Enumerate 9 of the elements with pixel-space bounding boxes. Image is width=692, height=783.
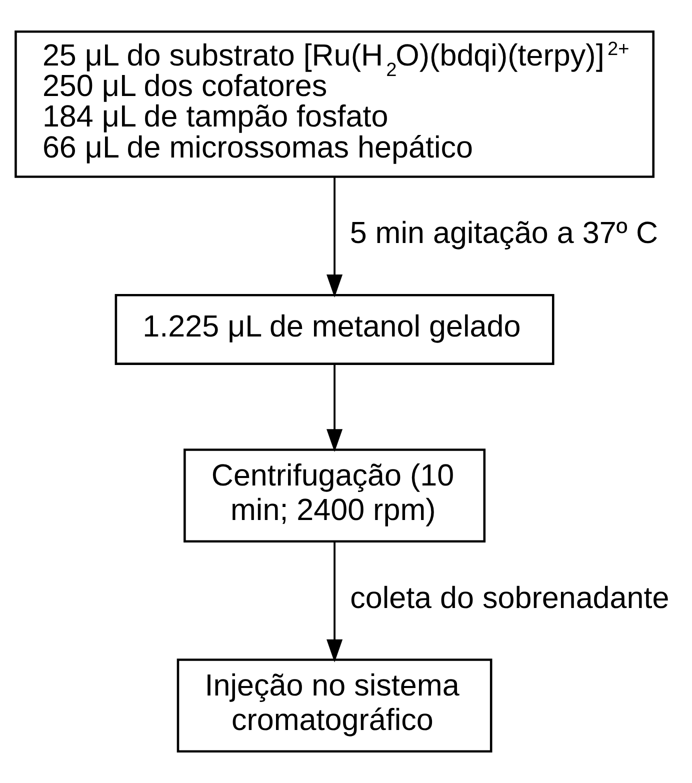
node-box: 25 μL do substrato [Ru(H$_{2}$O)(bdqi)(terpy)]$^{2+}$ 250 μL dos cofatores 184 μL de tampão fosfato 66 μL de microssomas hepático bbox=[14, 30, 654, 178]
node-box: Centrifugação (10 min; 2400 rpm) bbox=[184, 448, 486, 542]
node-box: 1.225 μL de metanol gelado bbox=[114, 294, 554, 365]
edge-label: 5 min agitação a 37º C bbox=[350, 216, 658, 250]
arrow bbox=[326, 542, 343, 662]
edge-label: coleta do sobrenadante bbox=[350, 580, 670, 615]
arrow bbox=[326, 364, 343, 452]
arrow bbox=[326, 176, 343, 298]
node-box: Injeção no sistema cromatográfico bbox=[176, 658, 492, 752]
